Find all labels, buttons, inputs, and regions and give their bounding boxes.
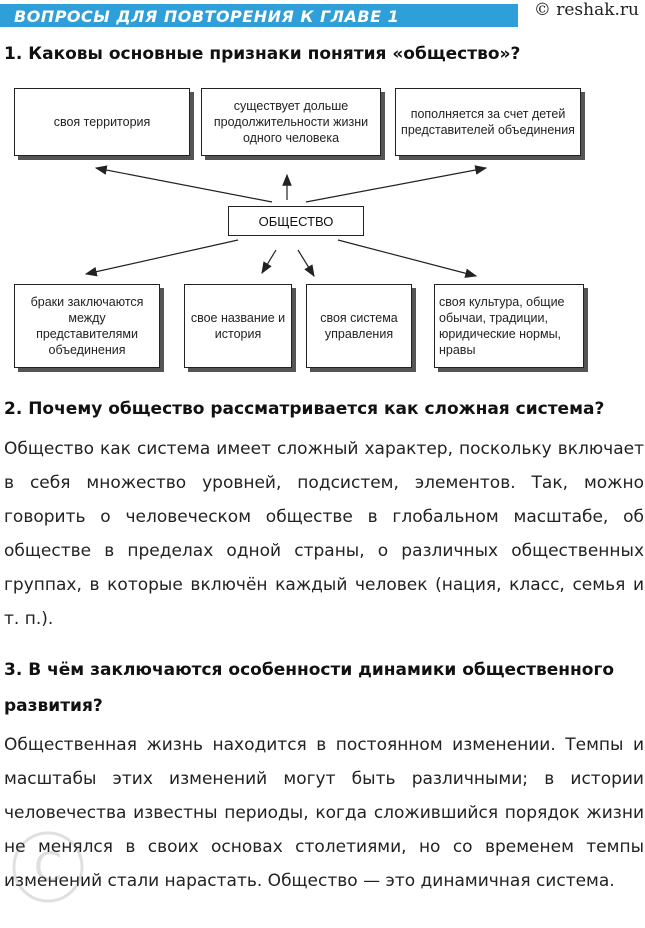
svg-text:C: C: [34, 845, 62, 891]
question-3-title: 3. В чём заключаются особенности динамик…: [4, 660, 615, 716]
feature-territory: своя территория: [14, 88, 190, 156]
society-diagram: своя территория существует дольше продол…: [0, 78, 645, 378]
arrow-to-name: [261, 249, 277, 275]
copyright-icon: C: [12, 831, 84, 903]
question-2-title: 2. Почему общество рассматривается как с…: [4, 399, 605, 419]
feature-government: своя система управления: [306, 284, 412, 368]
feature-culture: своя культура, общие обычаи, традиции, ю…: [434, 284, 584, 368]
feature-children: пополняется за счет детей представителей…: [395, 88, 581, 156]
diagram-arrows: [84, 165, 488, 278]
banner-title: ВОПРОСЫ ДЛЯ ПОВТОРЕНИЯ К ГЛАВЕ 1: [14, 7, 400, 26]
arrow-to-government: [297, 249, 315, 278]
feature-name-history: свое название и история: [184, 284, 292, 368]
arrow-to-marriage: [84, 239, 239, 277]
feature-marriage: браки заключаются между представителями …: [14, 284, 160, 368]
chapter-banner: ВОПРОСЫ ДЛЯ ПОВТОРЕНИЯ К ГЛАВЕ 1: [0, 4, 518, 27]
arrow-to-culture: [337, 239, 478, 278]
question-1-title: 1. Каковы основные признаки понятия «общ…: [4, 44, 521, 64]
site-label[interactable]: © reshak.ru: [533, 0, 639, 20]
answer-3: Общественная жизнь находится в постоянно…: [4, 735, 644, 891]
arrow-to-territory: [94, 165, 273, 203]
answer-2: Общество как система имеет сложный харак…: [4, 439, 644, 629]
arrow-to-children: [305, 165, 488, 203]
society-center: ОБЩЕСТВО: [228, 206, 364, 236]
feature-duration: существует дольше продолжительности жизн…: [201, 88, 381, 156]
